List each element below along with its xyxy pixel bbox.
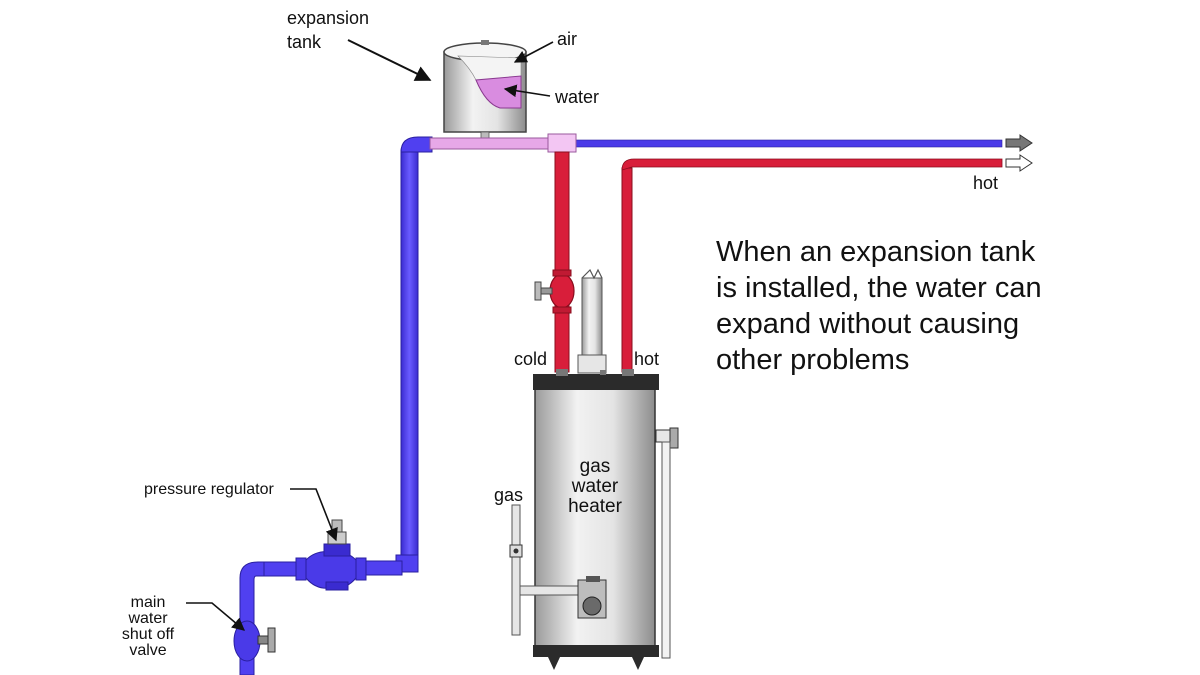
gas-label: gas	[494, 485, 523, 505]
shutoff-label-line1: main	[131, 594, 166, 611]
hot-water-pipe	[554, 151, 1003, 373]
expansion-tank-label-line2: tank	[287, 32, 322, 52]
air-pointer	[513, 41, 554, 63]
expansion-tank-label: expansion	[287, 8, 369, 28]
hot-outlet-arrow	[1005, 154, 1033, 172]
heater-label-line1: gas	[580, 456, 611, 477]
heater-label-line3: heater	[568, 496, 623, 517]
pressure-regulator-pointer	[290, 488, 338, 542]
expansion-pipe	[429, 133, 577, 153]
hot-outlet-label: hot	[973, 173, 998, 193]
shutoff-label-line3: shut off	[122, 626, 175, 643]
flue-pipe	[577, 268, 607, 374]
shutoff-label-line4: valve	[129, 642, 166, 659]
caption-line-2: is installed, the water can	[716, 272, 1042, 304]
heater-label-line2: water	[571, 476, 619, 497]
pressure-regulator-label: pressure regulator	[144, 481, 275, 498]
shutoff-label-line2: water	[127, 610, 168, 627]
cold-water-pipe	[239, 136, 1003, 675]
pressure-regulator	[295, 519, 367, 591]
water-label: water	[554, 87, 599, 107]
shutoff-valve-pointer	[186, 602, 245, 631]
hot-label: hot	[634, 349, 659, 369]
inlet-valve	[534, 269, 575, 314]
cold-outlet-arrow	[1005, 134, 1033, 152]
expansion-tank-pointer	[347, 39, 432, 81]
caption-line-4: other problems	[716, 344, 910, 376]
relief-valve-line	[655, 427, 679, 659]
caption-line-3: expand without causing	[716, 308, 1020, 340]
water-pointer	[503, 84, 551, 98]
gas-line	[509, 504, 607, 636]
cold-label: cold	[514, 349, 547, 369]
tank-water	[475, 75, 522, 109]
caption-line-1: When an expansion tank	[716, 236, 1036, 268]
caption: When an expansion tank is installed, the…	[716, 234, 1136, 378]
main-shutoff-valve	[233, 620, 276, 662]
air-label: air	[557, 29, 577, 49]
gas-water-heater	[533, 369, 659, 670]
